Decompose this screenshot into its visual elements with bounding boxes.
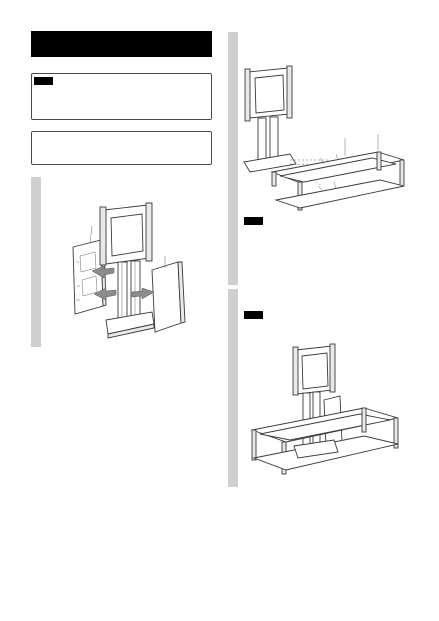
info-box (31, 131, 212, 165)
step-1-bar (31, 177, 41, 347)
insert-arrow-icon (91, 265, 115, 279)
note-box (31, 73, 212, 120)
insert-arrow-icon (131, 287, 155, 300)
step-3-note-tag (244, 311, 263, 319)
cover-panel-drawing (151, 261, 186, 333)
insert-arrow-icon (93, 287, 117, 301)
stand-column-drawing (99, 202, 155, 339)
note-tag (34, 77, 53, 85)
step-2-note-tag (244, 217, 263, 225)
section-title-bar (31, 31, 212, 57)
assembled-stand-drawing (250, 343, 399, 475)
stand-column-drawing (243, 65, 297, 173)
shelf-frame-drawing (270, 151, 405, 211)
step-3-bar (228, 289, 238, 487)
step-2-bar (228, 32, 238, 285)
